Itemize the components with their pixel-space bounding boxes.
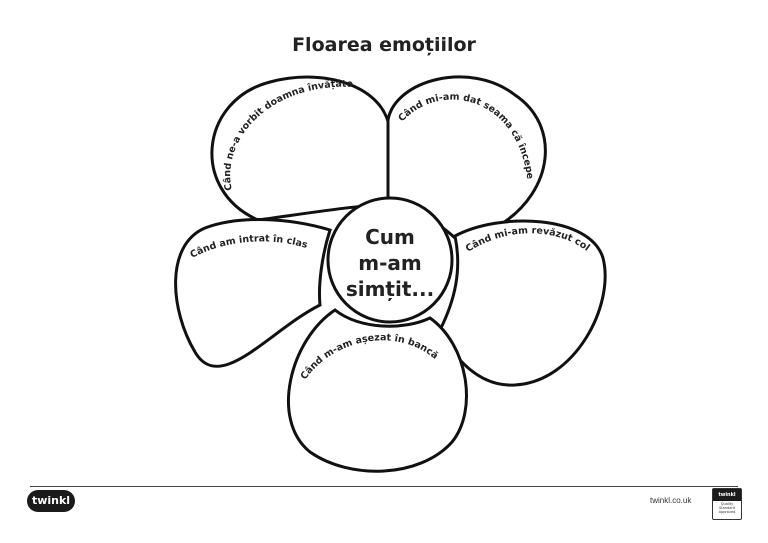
petal-left — [174, 218, 332, 368]
twinkl-logo: twinkl — [27, 490, 75, 512]
footer-divider — [30, 486, 738, 487]
petal-top-left — [210, 75, 392, 222]
badge-caption: Quality Standard Approved — [718, 502, 736, 514]
petal-bottom — [287, 308, 468, 473]
flower-center — [326, 196, 454, 324]
petal-right — [438, 219, 607, 387]
badge-logo: twinkl — [713, 489, 741, 501]
center-line-1: Cum — [365, 225, 415, 249]
quality-badge: twinkl Quality Standard Approved — [712, 488, 742, 520]
center-line-2: m-am — [358, 251, 421, 275]
center-line-3: simțit... — [346, 277, 434, 301]
page-title: Floarea emoțiilor — [292, 34, 476, 56]
site-url: twinkl.co.uk — [650, 496, 692, 505]
